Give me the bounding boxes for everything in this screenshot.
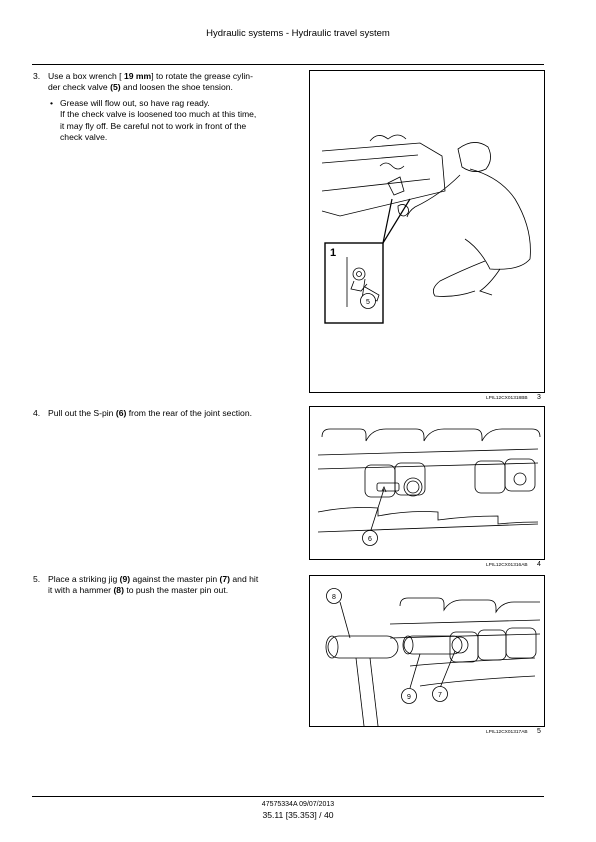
step-number: 3.	[33, 71, 41, 81]
bold-text: (7)	[219, 574, 231, 584]
figure-4-code: LPIL12CX01316AB	[486, 563, 528, 568]
callout-circle	[360, 293, 376, 309]
text-run: Use a box wrench [	[48, 71, 124, 81]
text-run: and loosen the shoe tension.	[120, 82, 233, 93]
bold-text: 19 mm	[123, 71, 152, 81]
step-number: 4.	[33, 408, 41, 418]
bold-text: (9)	[119, 574, 131, 584]
bold-text: (5)	[110, 82, 121, 93]
bullet-line: it may fly off. Be careful not to work i…	[60, 120, 247, 131]
footer-document-id: 47575334A 09/07/2013	[261, 801, 335, 808]
bullet-line: Grease will flow out, so have rag ready.	[60, 97, 210, 108]
text-run: from the rear of the joint section.	[126, 408, 252, 418]
callout-5: 5	[366, 299, 370, 306]
bullet-note: • Grease will flow out, so have rag read…	[48, 98, 298, 144]
text-run: to push the master pin out.	[123, 585, 229, 596]
inset-frame	[324, 242, 384, 324]
step-text: Place a striking jig (9) against the mas…	[48, 574, 303, 597]
inset-label: 1	[330, 247, 336, 259]
callout-circle	[401, 688, 417, 704]
text-run: Pull out the S-pin	[48, 408, 116, 418]
header-divider	[32, 64, 544, 65]
callout-9: 9	[407, 694, 411, 701]
bullet-line: If the check valve is loosened too much …	[60, 109, 257, 120]
figure-3-number: 3	[537, 394, 541, 401]
figure-3-code: LPIL12CX01318BB	[486, 396, 528, 401]
text-run: it with a hammer	[48, 585, 114, 596]
step-text: Pull out the S-pin (6) from the rear of …	[48, 408, 298, 419]
callout-6: 6	[368, 536, 372, 543]
callout-circle	[326, 588, 342, 604]
footer-page-number: 35.11 [35.353] / 40	[262, 810, 334, 820]
footer-divider	[32, 796, 544, 797]
figure-5-code: LPIL12CX01317AB	[486, 730, 528, 735]
bullet-line: check valve.	[60, 132, 108, 143]
text-run: against the master pin	[130, 574, 220, 584]
figure-5-number: 5	[537, 728, 541, 735]
page-header-title: Hydraulic systems - Hydraulic travel sys…	[206, 28, 390, 39]
figure-3-illustration: 1 5	[309, 70, 545, 393]
callout-circle	[362, 530, 378, 546]
step-text: Use a box wrench [ 19 mm] to rotate the …	[48, 71, 298, 143]
figure-4-number: 4	[537, 561, 541, 568]
figure-4-illustration: 6	[309, 406, 545, 560]
text-run: and hit	[230, 574, 259, 584]
callout-7: 7	[438, 692, 442, 699]
callout-8: 8	[332, 594, 336, 601]
step-number: 5.	[33, 574, 41, 584]
text-run: der check valve	[48, 82, 111, 93]
text-run: ] to rotate the grease cylin-	[151, 71, 253, 81]
bold-text: (6)	[115, 408, 127, 418]
hammer-master-pin-drawing: 8 9 7	[325, 588, 541, 726]
technician-check-valve-drawing: 1 5	[321, 134, 531, 324]
text-run: Place a striking jig	[48, 574, 120, 584]
bullet-marker: •	[50, 97, 54, 108]
bold-text: (8)	[113, 585, 124, 596]
track-spin-drawing: 6	[317, 428, 541, 546]
figure-5-illustration: 8 9 7	[309, 575, 545, 727]
callout-circle	[432, 686, 448, 702]
